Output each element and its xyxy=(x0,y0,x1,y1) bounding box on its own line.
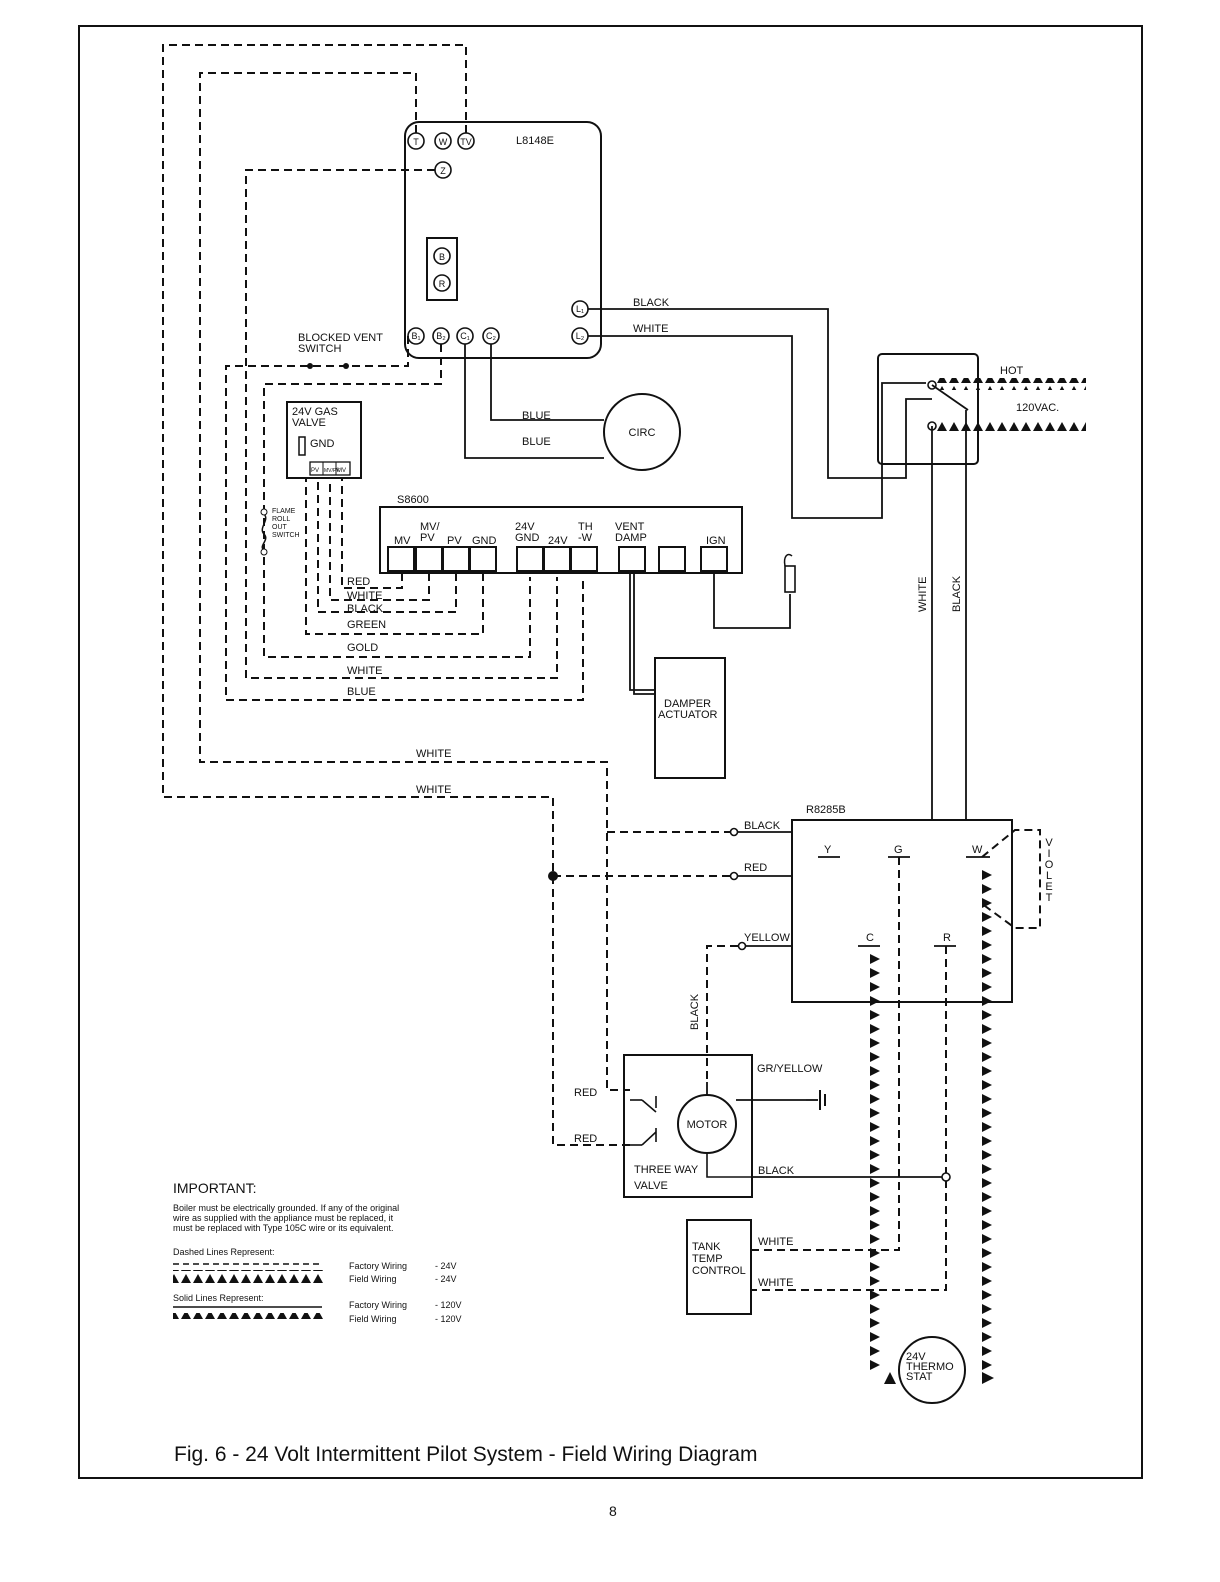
l8148e-module: L8148E T W TV Z B R B₁ B₂ C₁ C₂ L₁ L₂ xyxy=(404,121,602,359)
terminal-w: W xyxy=(439,137,448,147)
wire-label-black-down: BLACK xyxy=(689,993,701,1030)
terminal-b: B xyxy=(439,252,445,262)
wire-label-r-red: RED xyxy=(744,862,767,874)
wire-label-valve-black: BLACK xyxy=(758,1165,795,1177)
svg-text:- 24V: - 24V xyxy=(435,1274,457,1284)
wire-label-r-black: BLACK xyxy=(744,820,781,832)
wire-label-white-long-1: WHITE xyxy=(416,748,451,760)
terminal-b1: B₁ xyxy=(411,331,420,341)
terminal-r: R xyxy=(439,279,446,289)
gas-valve-gnd: GND xyxy=(310,438,335,450)
circ-label: CIRC xyxy=(629,427,656,439)
wire-label-gr-yellow: GR/YELLOW xyxy=(757,1063,823,1075)
damper-actuator xyxy=(654,657,726,779)
r8285b-label: R8285B xyxy=(806,804,846,816)
wire-label-white-1: WHITE xyxy=(347,590,382,602)
svg-text:Y: Y xyxy=(824,844,832,856)
legend-title: IMPORTANT: xyxy=(173,1180,257,1196)
s8600-term-mvpv: MV/PV xyxy=(420,521,441,544)
svg-text:MV: MV xyxy=(337,468,346,474)
tank-temp-control xyxy=(686,1219,752,1315)
svg-text:Dashed Lines Represent:: Dashed Lines Represent: xyxy=(173,1247,275,1257)
figure-caption: Fig. 6 - 24 Volt Intermittent Pilot Syst… xyxy=(174,1443,758,1466)
wire-label-red: RED xyxy=(347,576,370,588)
svg-text:Boiler must be electrically gr: Boiler must be electrically grounded. If… xyxy=(173,1203,399,1213)
wire-label-white-l2: WHITE xyxy=(633,323,668,335)
svg-text:must be replaced with Type 105: must be replaced with Type 105C wire or … xyxy=(173,1223,393,1233)
wire-label-gold: GOLD xyxy=(347,642,378,654)
s8600-label: S8600 xyxy=(397,494,429,506)
wire-label-r-yellow: YELLOW xyxy=(744,932,790,944)
svg-text:G: G xyxy=(894,844,903,856)
svg-text:PV: PV xyxy=(311,468,319,474)
svg-text:Solid Lines Represent:: Solid Lines Represent: xyxy=(173,1293,264,1303)
circ-pump xyxy=(603,393,681,471)
wire-label-white-long-2: WHITE xyxy=(416,784,451,796)
svg-text:Factory Wiring: Factory Wiring xyxy=(349,1300,407,1310)
wire-label-white-2: WHITE xyxy=(347,665,382,677)
terminal-b2: B₂ xyxy=(436,331,446,341)
wire-label-tank-white-2: WHITE xyxy=(758,1277,793,1289)
page-number: 8 xyxy=(609,1503,617,1519)
l8148e-label: L8148E xyxy=(516,135,554,147)
terminal-tv: TV xyxy=(460,137,472,147)
s8600-term-thw: TH-W xyxy=(578,521,593,544)
thermostat xyxy=(898,1336,966,1404)
wire-label-black-1: BLACK xyxy=(347,603,384,615)
svg-text:R: R xyxy=(943,932,951,944)
svg-text:- 120V: - 120V xyxy=(435,1300,462,1310)
motor-label: MOTOR xyxy=(687,1119,728,1131)
svg-text:wire as supplied with the appl: wire as supplied with the appliance must… xyxy=(172,1213,394,1223)
terminal-l2: L₂ xyxy=(576,331,585,341)
svg-text:W: W xyxy=(972,844,983,856)
wire-label-blue-1: BLUE xyxy=(522,410,551,422)
wire-label-blue-3: BLUE xyxy=(347,686,376,698)
terminal-z: Z xyxy=(440,166,446,176)
s8600-term-mv: MV xyxy=(394,535,411,547)
wire-label-valve-red-1: RED xyxy=(574,1087,597,1099)
wire-label-black-l1: BLACK xyxy=(633,297,670,309)
svg-text:- 120V: - 120V xyxy=(435,1314,462,1324)
svg-text:- 24V: - 24V xyxy=(435,1261,457,1271)
terminal-t: T xyxy=(413,137,419,147)
wire-label-green: GREEN xyxy=(347,619,386,631)
svg-text:Field Wiring: Field Wiring xyxy=(349,1314,397,1324)
terminal-c2: C₂ xyxy=(486,331,496,341)
s8600-term-24v: 24V xyxy=(548,535,568,547)
wire-label-blue-2: BLUE xyxy=(522,436,551,448)
legend: IMPORTANT: Boiler must be electrically g… xyxy=(172,1180,462,1324)
page-frame xyxy=(78,25,1143,1479)
terminal-l1: L₁ xyxy=(576,304,584,314)
svg-text:Factory Wiring: Factory Wiring xyxy=(349,1261,407,1271)
s8600-term-gnd: GND xyxy=(472,535,497,547)
svg-text:MV/PV: MV/PV xyxy=(324,468,340,474)
wire-label-black-vert: BLACK xyxy=(951,575,963,612)
s8600-term-pv: PV xyxy=(447,535,462,547)
wire-label-white-vert: WHITE xyxy=(917,577,929,612)
s8600-term-ign: IGN xyxy=(706,535,726,547)
wire-label-120vac: 120VAC. xyxy=(1016,402,1059,414)
r8285b-module: R8285B Y G W C R xyxy=(791,804,1013,1003)
svg-text:C: C xyxy=(866,932,874,944)
terminal-c1: C₁ xyxy=(460,331,470,341)
wire-label-valve-red-2: RED xyxy=(574,1133,597,1145)
junction-box xyxy=(877,353,979,465)
svg-text:Field Wiring: Field Wiring xyxy=(349,1274,397,1284)
wire-label-tank-white-1: WHITE xyxy=(758,1236,793,1248)
wire-label-hot: HOT xyxy=(1000,365,1024,377)
